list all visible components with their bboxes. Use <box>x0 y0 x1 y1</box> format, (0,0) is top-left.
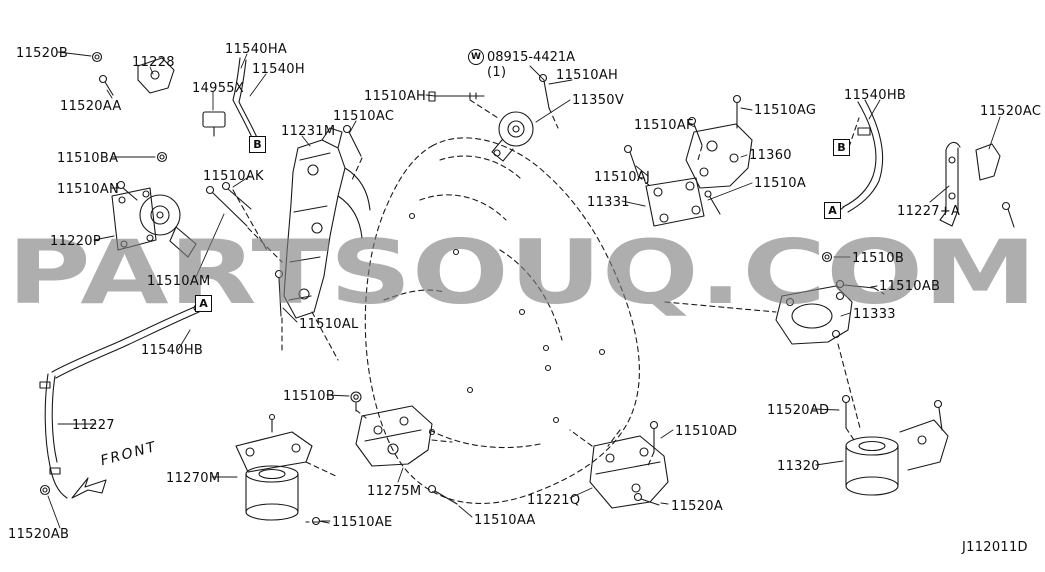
callout-box-a-right: A <box>824 202 841 219</box>
part-label-11510af: 11510AF <box>634 118 694 133</box>
part-label-11540h: 11540H <box>252 62 305 77</box>
part-label-11221q: 11221Q <box>527 493 581 508</box>
part-label-11520a: 11520A <box>671 499 724 514</box>
part-label-11231m: 11231M <box>281 124 336 139</box>
part-label-11360: 11360 <box>749 148 792 163</box>
part-label-11510am: 11510AM <box>147 274 211 289</box>
diagram-code: J112011D <box>962 540 1028 555</box>
part-label-11520aa: 11520AA <box>60 99 122 114</box>
part-label-11228: 11228 <box>132 55 175 70</box>
part-label-11227-plus-a: 11227+A <box>897 204 961 219</box>
part-label-14955x: 14955X <box>192 81 245 96</box>
part-label-11510ah-left: 11510AH <box>364 89 427 104</box>
part-label-11270m: 11270M <box>166 471 221 486</box>
part-label-11510b-right: 11510B <box>852 251 905 266</box>
part-label-11520ab: 11520AB <box>8 527 70 542</box>
part-label-11540hb-left: 11540HB <box>141 343 204 358</box>
hardware-part-number: 08915-4421A <box>487 49 576 65</box>
part-label-11510ae: 11510AE <box>332 515 393 530</box>
part-label-11320: 11320 <box>777 459 820 474</box>
w-circle-icon: W <box>468 49 484 65</box>
part-label-11510ak: 11510AK <box>203 169 264 184</box>
part-label-11510ab: 11510AB <box>879 279 941 294</box>
part-label-11510ad: 11510AD <box>675 424 738 439</box>
hardware-spec-label: W 08915-4421A <box>468 49 575 65</box>
part-label-11540ha: 11540HA <box>225 42 288 57</box>
callout-box-b-right: B <box>833 139 850 156</box>
part-label-11510ag: 11510AG <box>754 103 817 118</box>
part-label-11510a: 11510A <box>754 176 807 191</box>
part-label-11510aj: 11510AJ <box>594 170 651 185</box>
part-label-11510al: 11510AL <box>299 317 359 332</box>
part-label-11510ba: 11510BA <box>57 151 119 166</box>
part-label-11510b-center: 11510B <box>283 389 336 404</box>
part-label-11510an: 11510AN <box>57 182 120 197</box>
part-label-11540hb-right: 11540HB <box>844 88 907 103</box>
part-label-11227: 11227 <box>72 418 115 433</box>
hardware-qty: (1) <box>487 65 507 80</box>
callout-box-b-left: B <box>249 136 266 153</box>
part-label-11275m: 11275M <box>367 484 422 499</box>
part-label-11520ac: 11520AC <box>980 104 1042 119</box>
part-label-11510ah-top: 11510AH <box>556 68 619 83</box>
part-label-11350v: 11350V <box>572 93 625 108</box>
part-label-11520b-topleft: 11520B <box>16 46 69 61</box>
part-label-11331: 11331 <box>587 195 630 210</box>
callout-box-a-left: A <box>195 295 212 312</box>
part-label-11220p: 11220P <box>50 234 101 249</box>
part-label-11520ad: 11520AD <box>767 403 830 418</box>
part-label-11510ac: 11510AC <box>333 109 395 124</box>
part-label-11333: 11333 <box>853 307 896 322</box>
part-label-11510aa: 11510AA <box>474 513 536 528</box>
